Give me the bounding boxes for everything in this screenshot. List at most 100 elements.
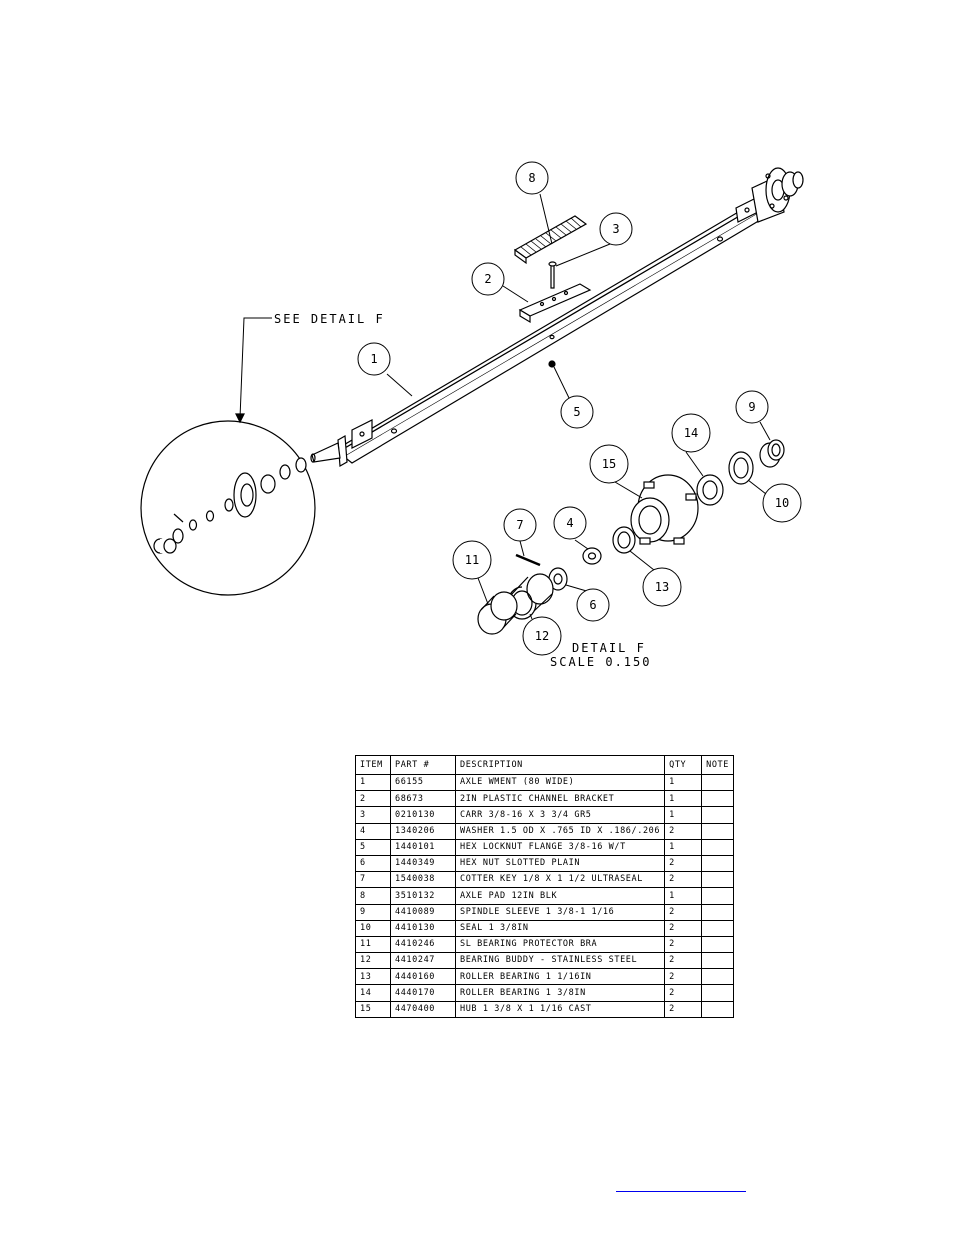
bom-cell-item: 10	[355, 919, 391, 937]
bom-cell-item: 2	[355, 790, 391, 808]
detail-title: DETAIL F	[572, 641, 646, 655]
bom-cell-description: ROLLER BEARING 1 3/8IN	[454, 984, 666, 1002]
callout-9	[735, 390, 769, 424]
bom-cell-description: 2IN PLASTIC CHANNEL BRACKET	[454, 790, 666, 808]
bom-cell-description: BEARING BUDDY - STAINLESS STEEL	[454, 952, 666, 970]
carriage-bolt	[548, 261, 557, 289]
bom-cell-qty: 2	[664, 952, 703, 970]
callout-5	[560, 395, 594, 429]
bearing-protector	[477, 591, 518, 635]
callout-label: 3	[612, 222, 619, 236]
bom-header-note: NOTE	[701, 755, 734, 775]
axle-tube	[310, 167, 804, 467]
bom-cell-part: 1540038	[390, 871, 456, 889]
bom-cell-part: 4410247	[390, 952, 456, 970]
bom-header-description: DESCRIPTION	[454, 755, 666, 775]
callout-4	[553, 506, 587, 540]
bom-cell-note	[701, 984, 734, 1002]
bom-cell-description: AXLE WMENT (80 WIDE)	[454, 773, 666, 792]
bom-cell-note	[701, 822, 734, 840]
roller-bearing-small	[612, 526, 636, 554]
bom-cell-part: 1440101	[390, 838, 456, 856]
bom-cell-qty: 2	[664, 854, 703, 873]
callout-6	[576, 588, 610, 622]
callout-label: 15	[602, 457, 616, 471]
bom-cell-part: 4440170	[390, 984, 456, 1002]
bom-cell-note	[701, 935, 734, 954]
bom-cell-qty: 2	[664, 968, 703, 986]
roller-bearing-large	[696, 474, 724, 506]
bom-cell-note	[701, 806, 734, 824]
callout-14	[671, 413, 711, 453]
callout-15	[589, 444, 629, 484]
bom-cell-note	[701, 871, 734, 889]
bom-cell-item: 9	[355, 903, 391, 921]
bom-cell-item: 8	[355, 887, 391, 905]
bom-cell-qty: 2	[664, 822, 703, 840]
bom-cell-item: 7	[355, 871, 391, 889]
bom-cell-item: 14	[355, 984, 391, 1002]
callout-label: 1	[370, 352, 377, 366]
bom-cell-description: CARR 3/8-16 X 3 3/4 GR5	[454, 806, 666, 824]
bom-header-qty: QTY	[664, 755, 703, 775]
bom-cell-note	[701, 887, 734, 905]
callout-label: 14	[684, 426, 698, 440]
bom-cell-note	[701, 854, 734, 873]
callout-13	[642, 567, 682, 607]
bom-cell-description: SPINDLE SLEEVE 1 3/8-1 1/16	[454, 903, 666, 921]
bom-cell-item: 3	[355, 806, 391, 824]
exploded-assembly-drawing: 1 2 3 4 5 6 7 8 9 10 11 12 13 14 15 SEE …	[140, 161, 804, 669]
bom-header-item: ITEM	[355, 755, 391, 775]
hyperlink-underline[interactable]	[616, 1191, 746, 1192]
washer	[582, 547, 602, 565]
bom-cell-description: HEX LOCKNUT FLANGE 3/8-16 W/T	[454, 838, 666, 856]
bom-cell-part: 4440160	[390, 968, 456, 986]
callout-label: 10	[775, 496, 789, 510]
callout-label: 9	[748, 400, 755, 414]
callout-2	[471, 262, 505, 296]
callout-3	[599, 212, 633, 246]
bom-cell-part: 0210130	[390, 806, 456, 824]
bom-cell-qty: 2	[664, 1000, 703, 1018]
bom-cell-description: HEX NUT SLOTTED PLAIN	[454, 854, 666, 873]
callout-8	[515, 161, 549, 195]
bom-cell-note	[701, 968, 734, 986]
channel-bracket	[518, 283, 592, 324]
bom-cell-item: 6	[355, 854, 391, 873]
bom-cell-item: 11	[355, 935, 391, 954]
bom-cell-item: 4	[355, 822, 391, 840]
bom-cell-part: 4410089	[390, 903, 456, 921]
bom-cell-note	[701, 773, 734, 792]
bom-cell-description: SEAL 1 3/8IN	[454, 919, 666, 937]
bom-cell-part: 1340206	[390, 822, 456, 840]
hex-locknut	[548, 360, 556, 368]
callout-label: 6	[589, 598, 596, 612]
callout-label: 5	[573, 405, 580, 419]
bom-cell-part: 4410246	[390, 935, 456, 954]
bom-cell-item: 1	[355, 773, 391, 792]
bom-cell-part: 4470400	[390, 1000, 456, 1018]
callout-label: 7	[516, 518, 523, 532]
bom-cell-note	[701, 919, 734, 937]
bom-cell-note	[701, 1000, 734, 1018]
detail-scale: SCALE 0.150	[550, 655, 651, 669]
callout-label: 12	[535, 629, 549, 643]
bom-cell-qty: 2	[664, 919, 703, 937]
bom-cell-qty: 1	[664, 773, 703, 792]
callout-label: 8	[528, 171, 535, 185]
